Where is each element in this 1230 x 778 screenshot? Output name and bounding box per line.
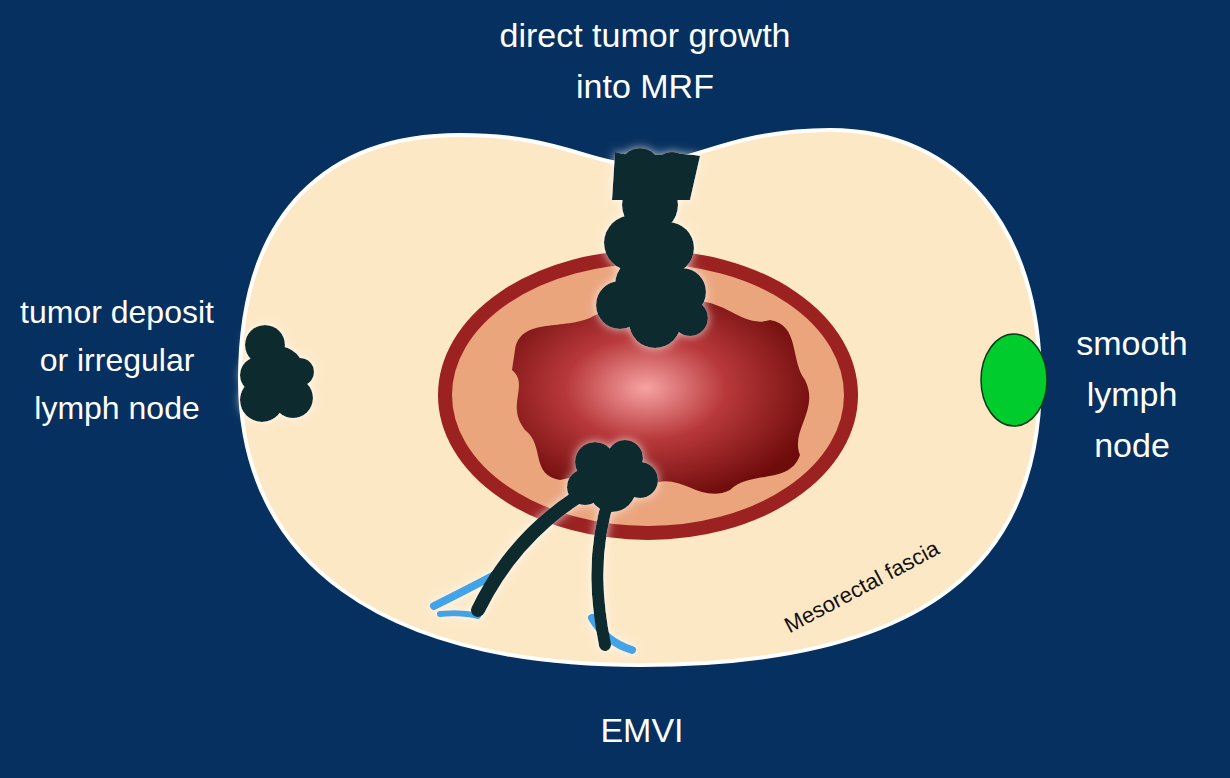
callout-label: tumor deposit or irregular lymph node [3, 288, 231, 432]
tumor-mrf-invasion [596, 148, 708, 348]
rectal-wall [445, 257, 851, 533]
callout-label: direct tumor growth into MRF [490, 10, 800, 112]
callout-label: smooth lymph node [1062, 318, 1202, 471]
emvi-tumor [434, 440, 658, 650]
smooth-lymph-node [981, 334, 1047, 426]
callout-label: EMVI [562, 705, 722, 756]
tumor-deposit [240, 325, 314, 422]
mesorectum [240, 130, 1040, 665]
